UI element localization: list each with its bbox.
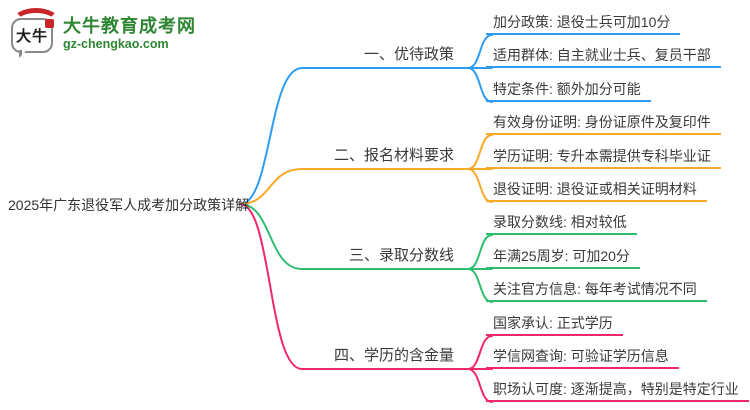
branch-1-root-curve [239,67,303,205]
leaf-item: 职场认可度: 逐渐提高，特别是特定行业 [486,380,749,402]
logo-text: 大牛教育成考网 gz-chengkao.com [63,16,196,51]
leaf-item: 退役证明: 退役证或相关证明材料 [486,180,707,202]
leaf-item: 关注官方信息: 每年考试情况不同 [486,280,707,302]
site-url: gz-chengkao.com [63,37,169,52]
logo-red-seal [45,19,54,28]
site-logo: 大牛 大牛教育成考网 gz-chengkao.com [10,8,196,59]
logo-bubble: 大牛 [11,18,53,53]
leaf-item: 加分政策: 退役士兵可加10分 [486,13,681,35]
branch-label-4: 四、学历的含金量 [333,347,454,364]
leaf-item: 学信网查询: 可验证学历信息 [486,347,679,369]
leaf-item: 特定条件: 额外加分可能 [486,80,651,102]
branch-label-3: 三、录取分数线 [348,247,454,264]
logo-speech-bubble-icon: 大牛 [10,8,60,59]
leaf-item: 年满25周岁: 可加20分 [486,247,640,269]
leaf-item: 国家承认: 正式学历 [486,314,623,336]
branch-label-1: 一、优待政策 [363,46,454,63]
site-name: 大牛教育成考网 [63,16,196,37]
root-topic: 2025年广东退役军人成考加分政策详解 [8,197,250,213]
leaf-item: 有效身份证明: 身份证原件及复印件 [486,113,721,135]
leaf-item: 学历证明: 专升本需提供专科毕业证 [486,147,721,169]
logo-red-arc [12,8,60,36]
branch-2-root-curve [239,168,303,205]
branch-label-2: 二、报名材料要求 [333,147,454,164]
leaf-item: 适用群体: 自主就业士兵、复员干部 [486,46,721,68]
leaf-item: 录取分数线: 相对较低 [486,213,637,235]
branch-4-root-curve [239,203,303,370]
branch-3-root-curve [239,203,303,270]
